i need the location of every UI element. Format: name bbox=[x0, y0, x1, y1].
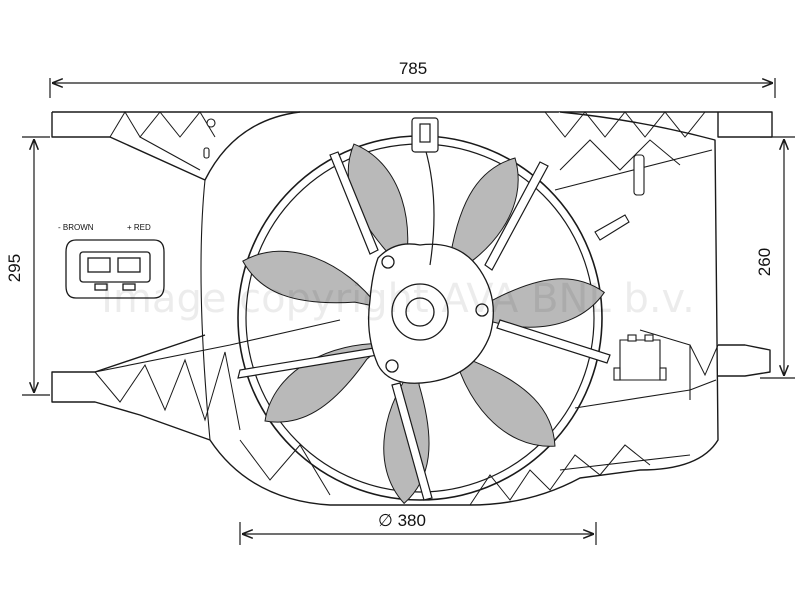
fan-blades bbox=[242, 143, 606, 505]
connector-negative-label: - BROWN bbox=[58, 223, 94, 232]
diameter-dimension-label: ∅ 380 bbox=[378, 511, 426, 530]
fan-blade bbox=[264, 343, 387, 423]
connector-positive-label: + RED bbox=[127, 223, 151, 232]
width-dimension-label: 785 bbox=[399, 59, 427, 78]
motor-hub bbox=[368, 243, 494, 384]
motor-struts bbox=[237, 151, 611, 501]
side-connector-socket bbox=[613, 334, 667, 381]
left-height-dimension bbox=[22, 136, 50, 396]
mounting-pins bbox=[594, 154, 645, 241]
diameter-dimension bbox=[239, 522, 597, 545]
right-height-dimension-label: 260 bbox=[755, 248, 774, 276]
frame-truss-top-left bbox=[109, 111, 216, 138]
frame-truss-bottom-left bbox=[94, 351, 331, 496]
frame-truss-top-right bbox=[544, 111, 706, 171]
left-height-dimension-label: 295 bbox=[5, 254, 24, 282]
electrical-connector bbox=[65, 239, 165, 299]
watermark: Image copyright AVA BNL b.v. bbox=[101, 276, 695, 322]
mounting-holes bbox=[203, 118, 216, 159]
fan-blade bbox=[242, 250, 380, 308]
fan-blade bbox=[439, 157, 519, 281]
fan-blade bbox=[451, 344, 556, 447]
motor-wire bbox=[411, 117, 439, 266]
width-dimension bbox=[49, 78, 776, 98]
